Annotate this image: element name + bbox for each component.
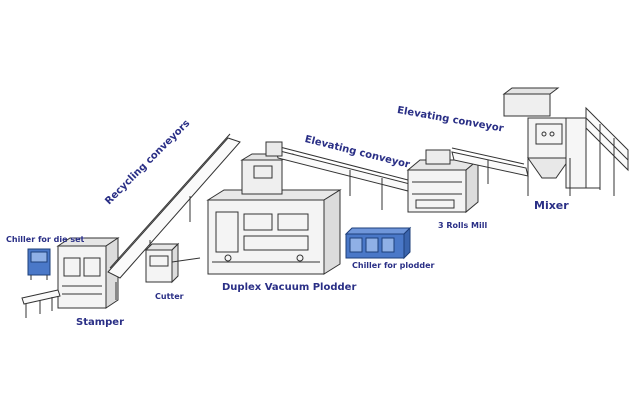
three-rolls-mill [406,149,480,214]
mixer-machine [502,87,629,196]
label-chiller-plodder: Chiller for plodder [352,261,435,270]
chiller-plodder-unit [344,226,412,260]
cutter-machine [144,242,201,284]
label-chiller-die-set: Chiller for die set [6,235,85,244]
label-three-rolls-mill: 3 Rolls Mill [438,221,488,230]
label-mixer: Mixer [534,199,569,212]
chiller-die-set-unit [27,248,51,280]
label-duplex-vacuum-plodder: Duplex Vacuum Plodder [222,282,357,293]
label-cutter: Cutter [155,292,184,301]
label-stamper: Stamper [76,317,125,328]
duplex-vacuum-plodder [206,153,342,275]
